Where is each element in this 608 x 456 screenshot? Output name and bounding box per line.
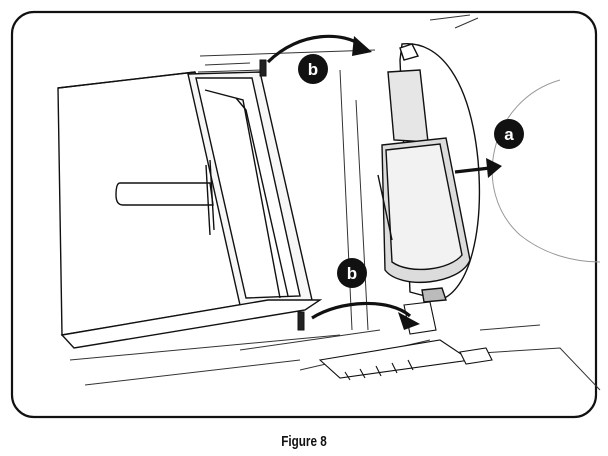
arrow-heads [352,36,502,330]
callout-b-bottom: b [337,258,367,288]
arrow-b-bottom [311,301,412,320]
callout-b-top: b [298,54,328,84]
callout-b-bottom-label: b [347,264,357,283]
arrow-a [454,166,491,174]
drawer-pins [259,59,305,331]
callout-a-label: a [504,125,514,144]
hinge-bracket [318,301,493,381]
callout-a: a [494,119,524,149]
illustration: a b b [10,10,601,419]
drawer-panel [57,71,323,349]
door-swing-arc [491,79,601,263]
figure-caption: Figure 8 [281,433,327,450]
door-bin [377,43,481,303]
callout-b-top-label: b [308,60,318,79]
